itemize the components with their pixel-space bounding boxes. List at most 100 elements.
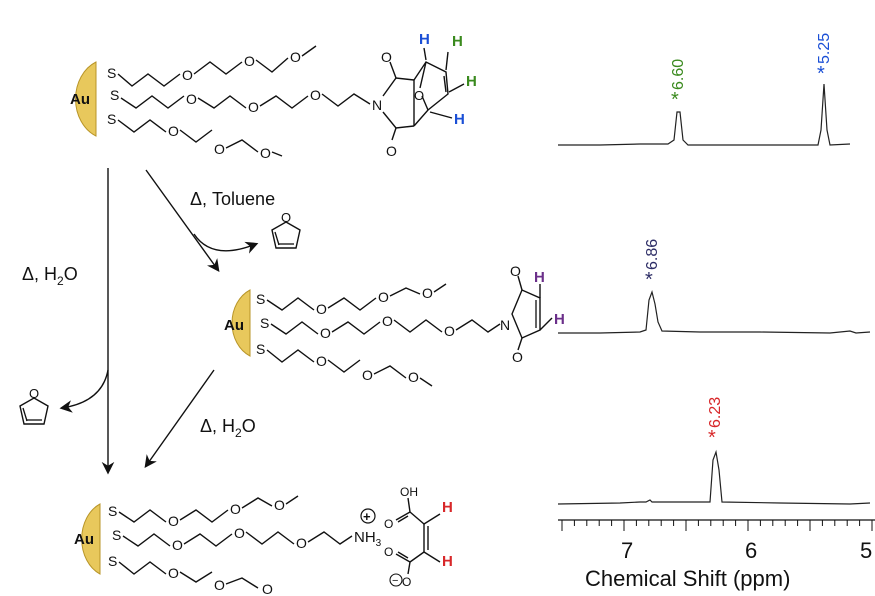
peak-star-6-86: * (645, 269, 653, 291)
arrow-diagonal-top (145, 169, 220, 273)
sulfur-label: S (256, 291, 265, 307)
furan-byproduct-left: O (19, 386, 49, 425)
peak-star-5-25: * (817, 63, 825, 85)
oxygen-label: O (320, 325, 331, 341)
peak-label-6-86: 6.86 (644, 239, 661, 270)
oxygen-label: O (296, 535, 307, 551)
sulfur-label: S (107, 111, 116, 127)
oxygen-label: O (260, 145, 271, 161)
oxygen-label: O (402, 575, 411, 589)
oxygen-label: O (316, 353, 327, 369)
oxygen-label: O (172, 537, 183, 553)
x-tick-label-6: 6 (745, 538, 757, 563)
sulfur-label: S (107, 65, 116, 81)
sulfur-label: S (256, 341, 265, 357)
spectrum-trace-middle (558, 289, 871, 334)
oxygen-label: O (382, 313, 393, 329)
oxygen-label: O (362, 367, 373, 383)
molecule-top-oxanorbornene-nanoparticle: Au S O O O S O O O N S O O O O O (70, 31, 477, 161)
x-tick-label-5: 5 (860, 538, 872, 563)
oxygen-label: O (244, 53, 255, 69)
x-axis-title: Chemical Shift (ppm) (585, 566, 790, 591)
oxygen-label: O (408, 369, 419, 385)
oxygen-label: O (384, 517, 393, 531)
arrow-branch-furan-right (193, 233, 259, 254)
positive-charge-sign: + (363, 509, 371, 524)
oxygen-label: O (512, 349, 523, 365)
maleimide-proton-label: H (554, 311, 565, 328)
au-label-middle: Au (224, 317, 244, 334)
nmr-spectra-panel: * 6.60 * 5.25 * 6.86 * 6.23 7 6 5 Chemic… (557, 33, 875, 591)
condition-water-left: Δ, H2O (22, 264, 78, 288)
oxygen-label: O (214, 577, 225, 593)
oxygen-label: O (378, 289, 389, 305)
nitrogen-label: N (372, 97, 382, 113)
au-label-top: Au (70, 91, 90, 108)
oxygen-label: O (234, 525, 245, 541)
ammonium-label: NH3 (354, 529, 382, 549)
bridgehead-proton-label: H (419, 31, 430, 48)
oxygen-label: O (290, 49, 301, 65)
oxygen-label: O (168, 565, 179, 581)
hydroxyl-label: OH (400, 485, 418, 499)
sulfur-label: S (112, 527, 121, 543)
gold-nanoparticle-middle (231, 289, 251, 357)
sulfur-label: S (110, 87, 119, 103)
peak-label-6-60: 6.60 (670, 59, 687, 90)
negative-charge-sign: − (392, 575, 398, 587)
oxygen-label: O (168, 123, 179, 139)
oxygen-label: O (422, 285, 433, 301)
peak-star-6-23: * (708, 427, 716, 449)
spectrum-trace-bottom (557, 449, 871, 505)
oxygen-label: O (182, 67, 193, 83)
x-tick-label-7: 7 (621, 538, 633, 563)
condition-toluene: Δ, Toluene (190, 189, 275, 209)
oxygen-bridge-label: O (414, 88, 424, 103)
sulfur-label: S (108, 503, 117, 519)
peak-label-6-23: 6.23 (707, 397, 724, 428)
arrow-diagonal-bottom (144, 369, 215, 469)
molecule-middle-maleimide-nanoparticle: Au S O O O S O O O N S O O O O O H (224, 263, 565, 387)
oxygen-label: O (29, 386, 39, 401)
oxygen-label: O (310, 87, 321, 103)
peak-label-5-25: 5.25 (816, 33, 833, 64)
molecule-bottom-amine-nanoparticle: Au S O O O S O O O NH3 + S O O O OH O (74, 485, 453, 596)
oxygen-label: O (214, 141, 225, 157)
oxygen-label: O (186, 91, 197, 107)
positive-charge-icon (360, 508, 376, 524)
condition-water-right: Δ, H2O (200, 416, 256, 440)
cis-vinyl-proton-label: H (442, 499, 453, 516)
gold-nanoparticle-top (75, 61, 97, 137)
nitrogen-label: N (500, 317, 510, 333)
vinyl-proton-label: H (452, 33, 463, 50)
bridgehead-proton-label: H (454, 111, 465, 128)
oxygen-label: O (384, 545, 393, 559)
oxygen-label: O (230, 501, 241, 517)
oxygen-label: O (386, 143, 397, 159)
negative-charge-icon (389, 573, 403, 587)
oxygen-label: O (281, 210, 291, 225)
sulfur-label: S (108, 553, 117, 569)
peak-star-6-60: * (671, 89, 679, 111)
sulfur-label: S (260, 315, 269, 331)
reaction-arrows: Δ, Toluene Δ, H2O Δ, H2O (22, 168, 275, 475)
oxygen-label: O (248, 99, 259, 115)
furan-byproduct-right: O (271, 210, 301, 249)
vinyl-proton-label: H (466, 73, 477, 90)
arrow-branch-furan-left (59, 369, 109, 413)
x-axis-ticks (561, 520, 873, 531)
oxygen-label: O (262, 581, 273, 596)
oxygen-label: O (510, 263, 521, 279)
spectrum-trace-top (558, 83, 851, 146)
au-label-bottom: Au (74, 531, 94, 548)
cis-vinyl-proton-label: H (442, 553, 453, 570)
maleic-acid-monoanion: OH O H H O O − (384, 485, 453, 589)
oxygen-label: O (168, 513, 179, 529)
oxygen-label: O (274, 497, 285, 513)
oxygen-label: O (381, 49, 392, 65)
oxygen-label: O (444, 323, 455, 339)
gold-nanoparticle-bottom (81, 503, 101, 575)
oxygen-label: O (316, 301, 327, 317)
maleimide-proton-label: H (534, 269, 545, 286)
